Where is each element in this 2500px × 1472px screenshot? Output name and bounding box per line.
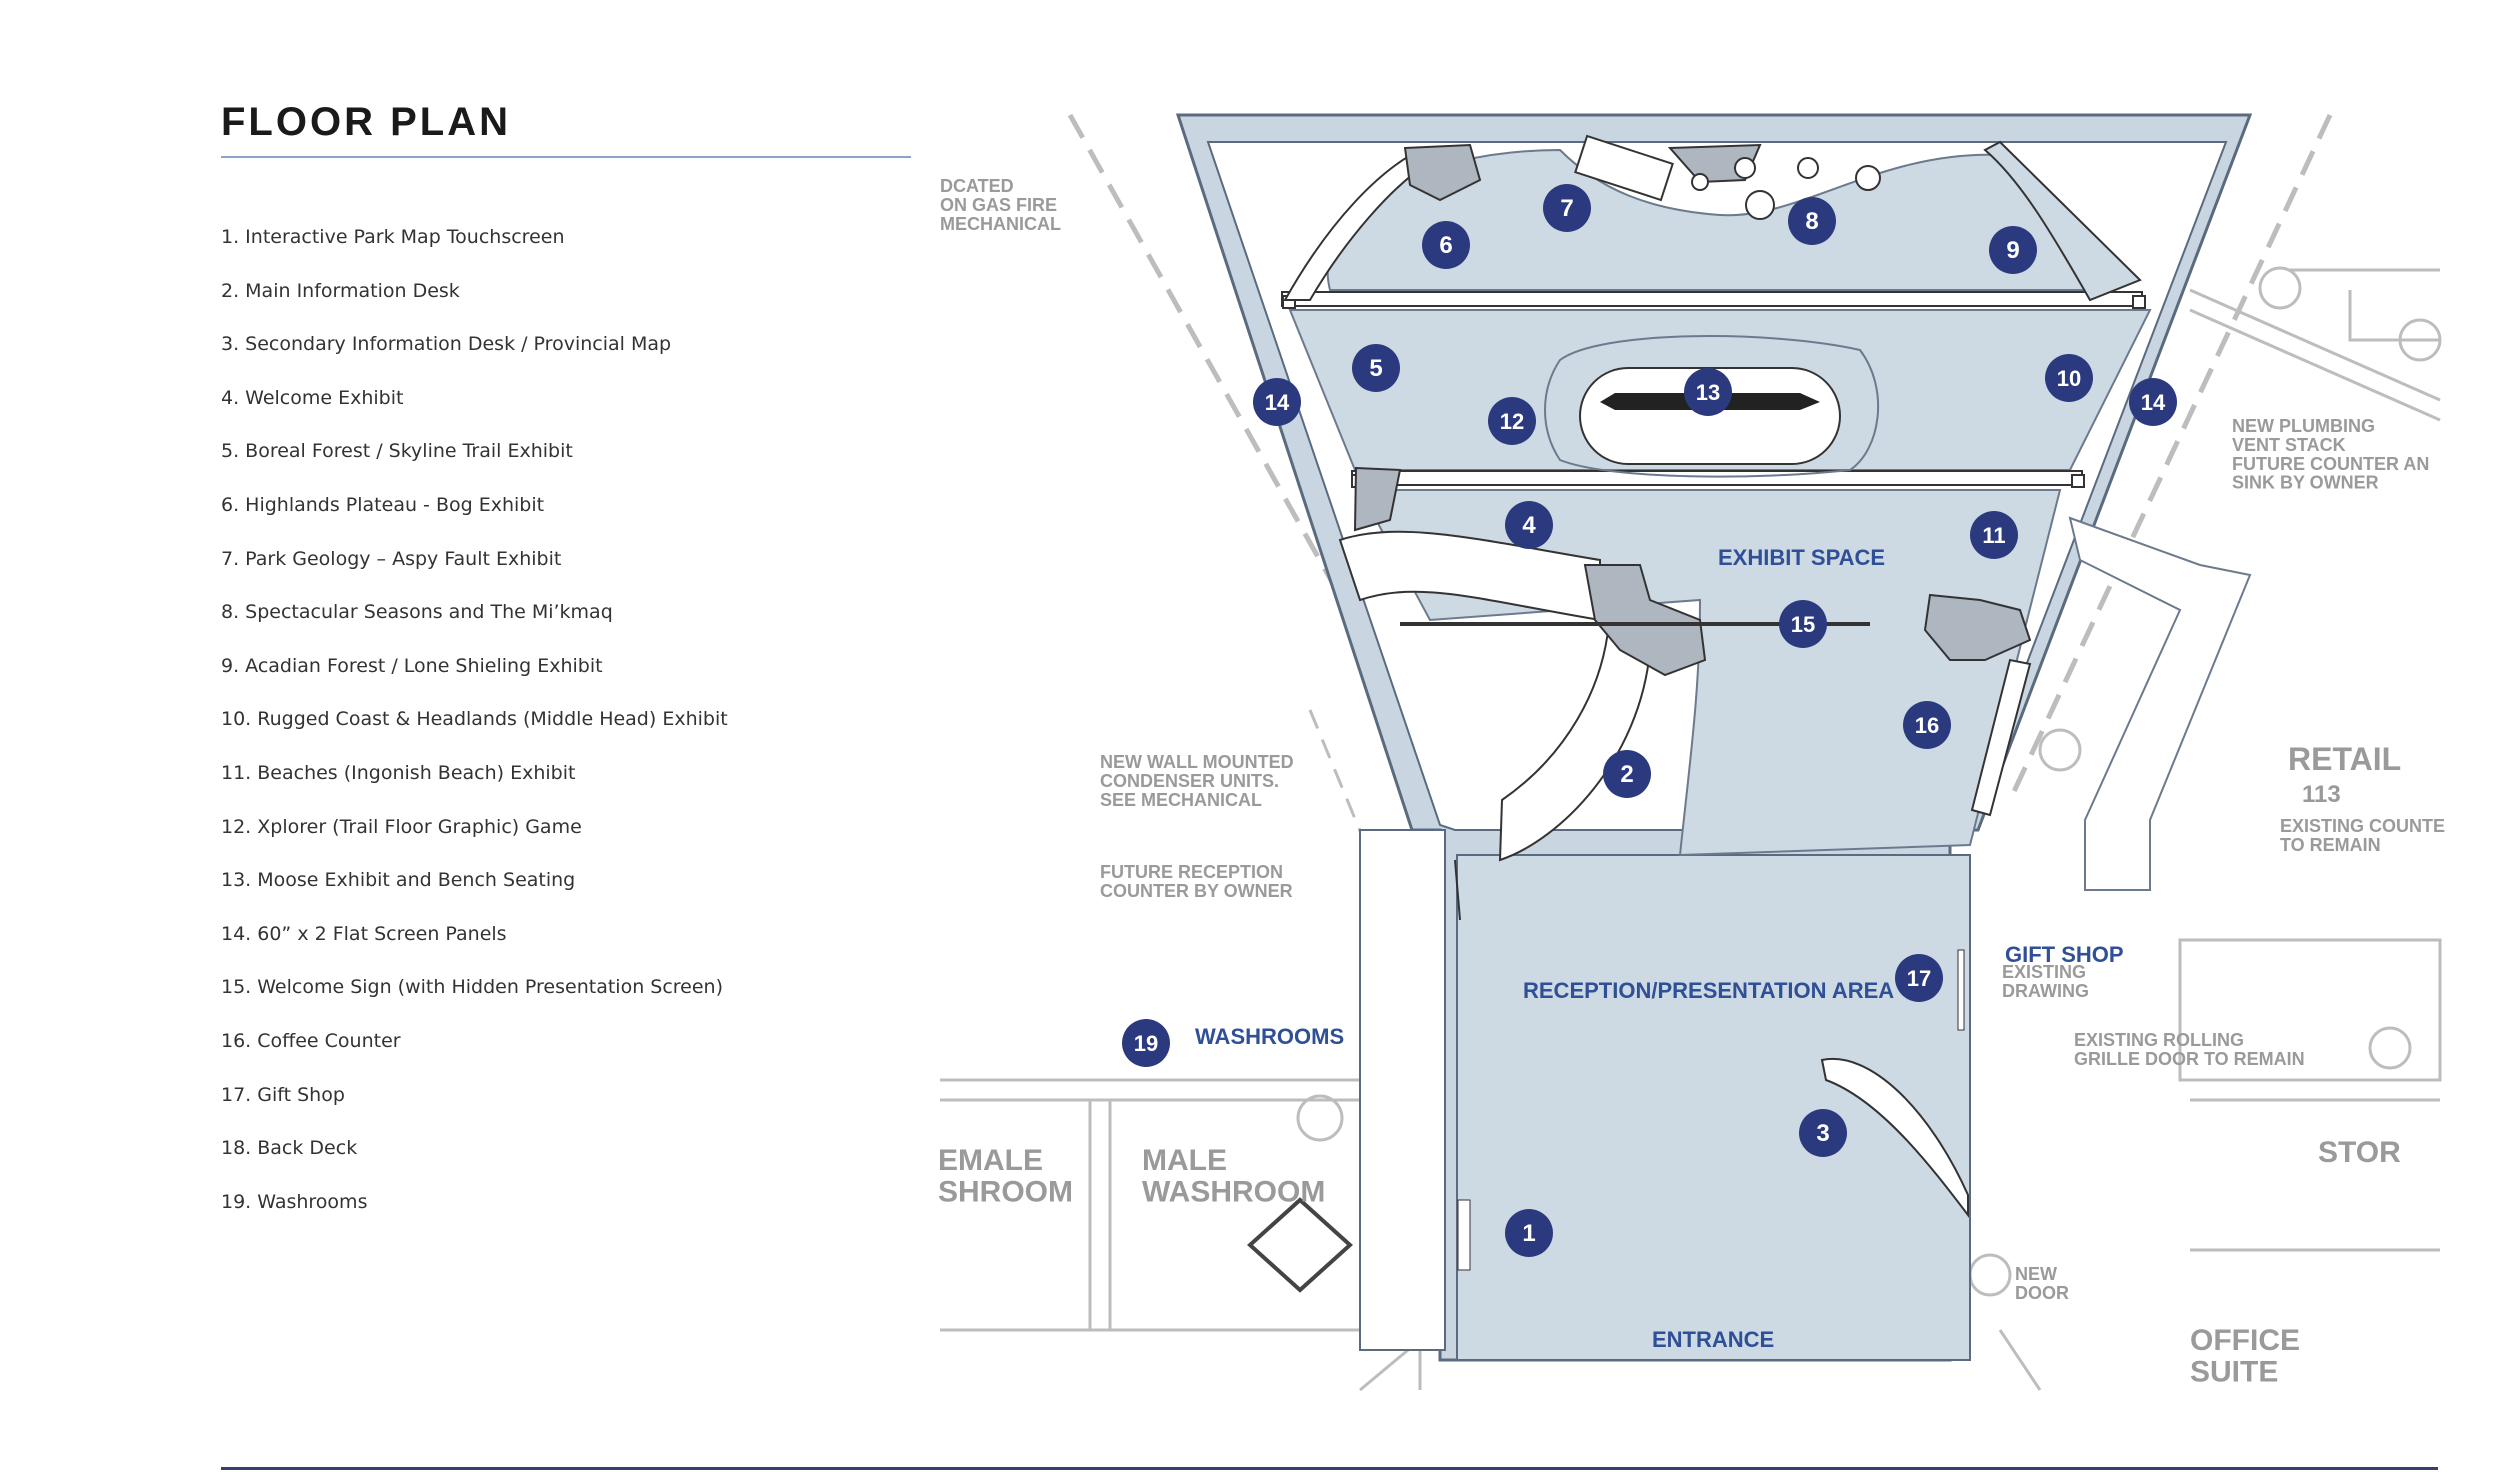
marker-17: 17 — [1895, 954, 1943, 1002]
area-labels: EXHIBIT SPACE RECEPTION/PRESENTATION ARE… — [1195, 545, 2124, 1352]
legend-item: 2. Main Information Desk — [221, 279, 460, 302]
svg-text:4: 4 — [1522, 512, 1536, 539]
marker-7: 7 — [1543, 184, 1591, 232]
marker-8: 8 — [1788, 197, 1836, 245]
legend-item: 5. Boreal Forest / Skyline Trail Exhibit — [221, 440, 573, 463]
markers: 18 7 8 6 9 5 13 10 14 14 12 4 11 15 16 2… — [1122, 184, 2177, 1257]
svg-text:19: 19 — [1134, 1031, 1158, 1056]
reception-screen — [1957, 949, 1965, 1031]
marker-3: 3 — [1799, 1109, 1847, 1157]
legend-list: 1. Interactive Park Map Touchscreen 2. M… — [221, 226, 728, 1244]
touchscreen-panel — [1457, 1199, 1471, 1271]
svg-text:12: 12 — [1500, 409, 1524, 434]
svg-text:14: 14 — [2141, 390, 2166, 415]
title-underline — [221, 156, 911, 158]
rock-formations — [1353, 143, 2032, 677]
legend-item: 7. Park Geology – Aspy Fault Exhibit — [221, 547, 562, 570]
legend-item: 3. Secondary Information Desk / Provinci… — [221, 333, 672, 356]
marker-13: 13 — [1684, 368, 1732, 416]
marker-11: 11 — [1970, 511, 2018, 559]
marker-10: 10 — [2045, 354, 2093, 402]
legend-item: 19. Washrooms — [221, 1190, 368, 1213]
legend-item: 14. 60” x 2 Flat Screen Panels — [221, 922, 507, 945]
svg-text:RETAIL: RETAIL — [2288, 741, 2401, 777]
marker-14-right: 14 — [2129, 378, 2177, 426]
svg-text:5: 5 — [1369, 355, 1382, 382]
legend-item: 16. Coffee Counter — [221, 1029, 401, 1052]
svg-text:10: 10 — [2057, 366, 2081, 391]
gift-shop-label: GIFT SHOP — [2005, 942, 2124, 967]
legend-item: 4. Welcome Exhibit — [221, 386, 404, 409]
legend-item: 8. Spectacular Seasons and The Mi’kmaq — [221, 601, 613, 624]
marker-4: 4 — [1505, 501, 1553, 549]
legend-item: 9. Acadian Forest / Lone Shieling Exhibi… — [221, 654, 603, 677]
legend-item: 17. Gift Shop — [221, 1083, 345, 1106]
marker-19: 19 — [1122, 1019, 1170, 1067]
svg-text:11: 11 — [1982, 523, 2005, 548]
bottom-divider — [221, 1467, 2438, 1470]
svg-text:8: 8 — [1805, 208, 1818, 235]
display-stands — [1691, 157, 1881, 220]
marker-1: 1 — [1505, 1209, 1553, 1257]
marker-14-left: 14 — [1253, 378, 1301, 426]
marker-2: 2 — [1603, 750, 1651, 798]
marker-15: 15 — [1779, 600, 1827, 648]
legend-item: 11. Beaches (Ingonish Beach) Exhibit — [221, 761, 576, 784]
svg-text:STOR: STOR — [2318, 1136, 2401, 1169]
svg-text:9: 9 — [2006, 237, 2019, 264]
svg-text:14: 14 — [1265, 390, 1290, 415]
exhibit-space-label: EXHIBIT SPACE — [1718, 545, 1885, 570]
legend-item: 12. Xplorer (Trail Floor Graphic) Game — [221, 815, 582, 838]
legend-item: 10. Rugged Coast & Headlands (Middle Hea… — [221, 708, 728, 731]
svg-text:2: 2 — [1620, 761, 1633, 788]
marker-16: 16 — [1903, 701, 1951, 749]
gift-shop-counter — [2068, 516, 2252, 891]
legend-item: 6. Highlands Plateau - Bog Exhibit — [221, 493, 545, 516]
side-wall — [1359, 829, 1446, 1351]
svg-text:3: 3 — [1816, 1120, 1829, 1147]
svg-text:16: 16 — [1915, 713, 1939, 738]
entrance-label: ENTRANCE — [1652, 1327, 1774, 1352]
svg-text:17: 17 — [1907, 966, 1931, 991]
marker-6: 6 — [1422, 221, 1470, 269]
svg-text:6: 6 — [1439, 232, 1452, 259]
page-title: FLOOR PLAN — [221, 100, 511, 144]
svg-text:1: 1 — [1522, 1220, 1535, 1247]
svg-text:7: 7 — [1560, 195, 1573, 222]
marker-9: 9 — [1989, 226, 2037, 274]
legend-item: 13. Moose Exhibit and Bench Seating — [221, 869, 576, 892]
coffee-counter — [1970, 658, 2032, 817]
svg-text:15: 15 — [1791, 612, 1815, 637]
exhibit-walls — [1283, 134, 2142, 1218]
svg-text:13: 13 — [1696, 380, 1720, 405]
svg-text:113: 113 — [2302, 781, 2341, 808]
legend-item: 1. Interactive Park Map Touchscreen — [221, 226, 565, 248]
washrooms-label: WASHROOMS — [1195, 1024, 1344, 1049]
legend-item: 18. Back Deck — [221, 1137, 358, 1160]
reception-label: RECEPTION/PRESENTATION AREA — [1523, 978, 1894, 1003]
legend-item: 15. Welcome Sign (with Hidden Presentati… — [221, 976, 724, 999]
marker-12: 12 — [1488, 397, 1536, 445]
marker-5: 5 — [1352, 344, 1400, 392]
